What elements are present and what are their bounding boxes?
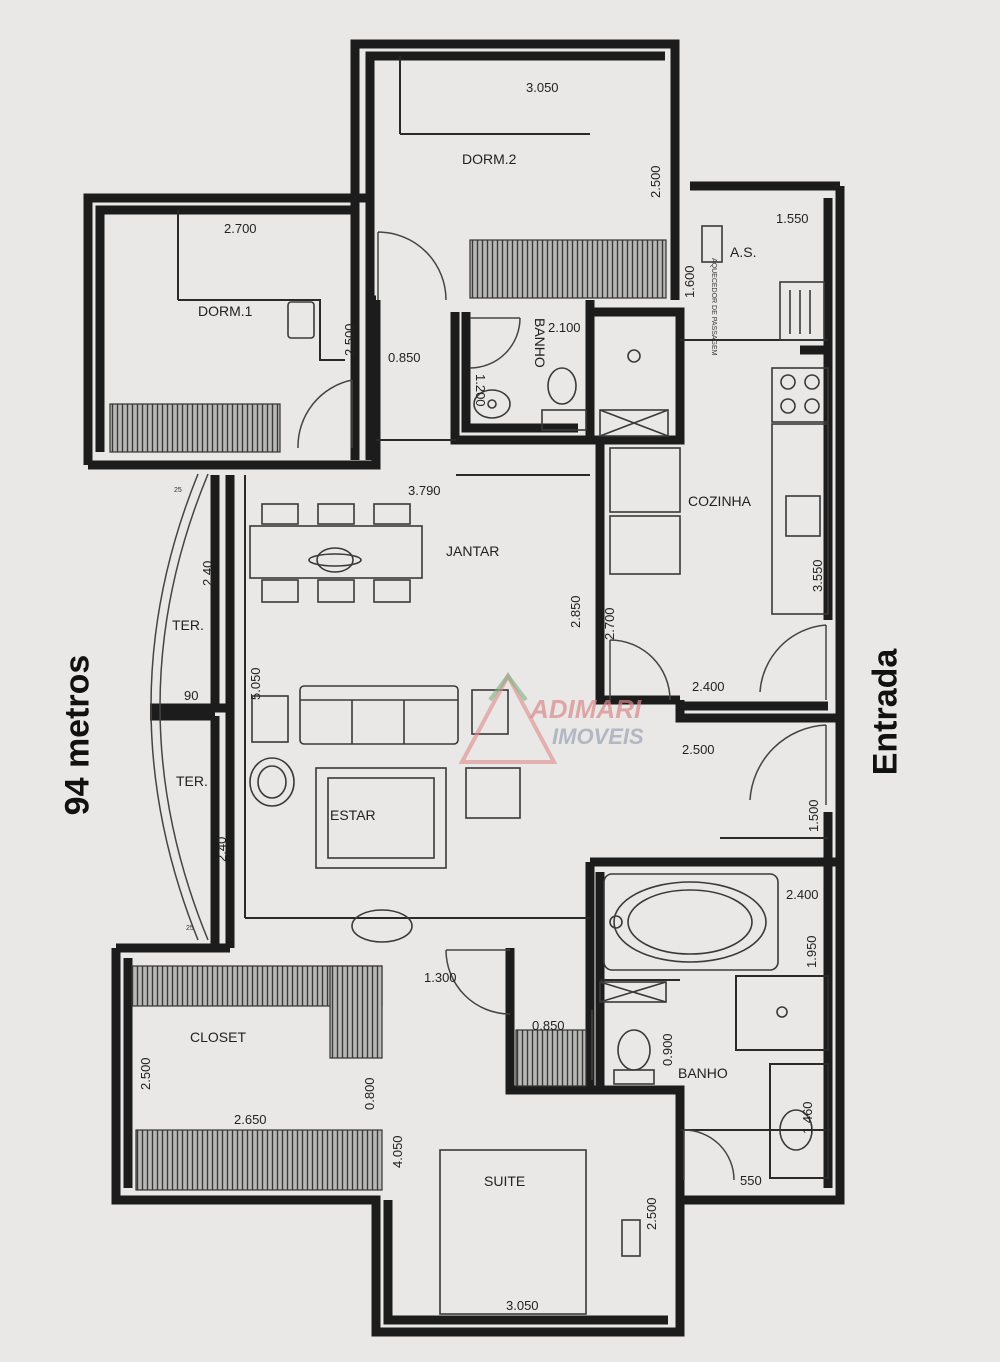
dim-label: 1.600: [682, 265, 697, 298]
room-label-as: A.S.: [730, 244, 756, 260]
room-label-banho2: BANHO: [678, 1065, 728, 1081]
room-label-suite: SUITE: [484, 1173, 525, 1189]
dim-label: 3.050: [506, 1298, 539, 1313]
detail-lines: [177, 56, 830, 1179]
dim-label: 2.850: [568, 595, 583, 628]
dim-label: 5.050: [248, 667, 263, 700]
dim-label: 2.650: [234, 1112, 267, 1127]
dim-label: 2.500: [138, 1057, 153, 1090]
wardrobes: [109, 239, 667, 1191]
dim-label: 2.500: [644, 1197, 659, 1230]
room-label-estar: ESTAR: [330, 807, 376, 823]
dim-label: 2.40: [214, 837, 229, 862]
dim-label: 2.100: [548, 320, 581, 335]
dim-label: 0.900: [660, 1033, 675, 1066]
dim-label: 2.700: [602, 607, 617, 640]
dim-label: 25: [174, 487, 182, 494]
doors: [297, 231, 827, 1181]
room-label-ter1: TER.: [172, 617, 204, 633]
dim-label: 2.500: [648, 165, 663, 198]
furniture: [249, 225, 829, 1315]
room-label-ter2: TER.: [176, 773, 208, 789]
dim-label: 2.500: [682, 742, 715, 757]
dim-label: 0.800: [362, 1077, 377, 1110]
watermark-name: ADIMARI: [529, 694, 642, 724]
dim-label: 2.700: [224, 221, 257, 236]
dim-label: 3.550: [810, 559, 825, 592]
room-label-closet: CLOSET: [190, 1029, 246, 1045]
dim-label: 1.300: [424, 970, 457, 985]
dim-label: 1.500: [806, 799, 821, 832]
room-labels: DORM.1 DORM.2 A.S. BANHO COZINHA JANTAR …: [172, 151, 756, 1189]
dim-label: 550: [740, 1173, 762, 1188]
room-label-jantar: JANTAR: [446, 543, 499, 559]
dim-label: 2.40: [200, 561, 215, 586]
room-label-dorm2: DORM.2: [462, 151, 517, 167]
watermark-sub: IMOVEIS: [552, 724, 644, 749]
room-label-dorm1: DORM.1: [198, 303, 253, 319]
terrace-curve: [150, 473, 209, 941]
dim-label: 2.500: [342, 323, 357, 356]
entrance-label: Entrada: [866, 648, 905, 776]
room-label-cozinha: COZINHA: [688, 493, 752, 509]
dim-label: 2.400: [692, 679, 725, 694]
area-label: 94 metros: [58, 654, 97, 816]
dim-label: 1.200: [473, 374, 488, 407]
dim-label: 0.850: [532, 1018, 565, 1033]
dim-label: 25: [186, 925, 194, 932]
dim-label: 3.050: [526, 80, 559, 95]
dim-label: 1.550: [776, 211, 809, 226]
watermark: ADIMARI IMOVEIS: [458, 671, 644, 764]
dim-label: 90: [184, 688, 198, 703]
label-water-heater: AQUECEDOR DE PASSAGEM: [710, 258, 717, 356]
dim-label: 1.950: [804, 935, 819, 968]
room-label-banho1: BANHO: [532, 318, 548, 368]
dim-label: 4.050: [390, 1135, 405, 1168]
dim-label: 0.850: [388, 350, 421, 365]
interior-walls: [150, 181, 840, 1200]
dimension-labels: 3.050 2.500 1.550 2.700 2.500 0.850 1.20…: [138, 80, 825, 1313]
dim-label: 2.400: [786, 887, 819, 902]
dim-label: 3.790: [408, 483, 441, 498]
dim-label: 1.460: [800, 1101, 815, 1134]
